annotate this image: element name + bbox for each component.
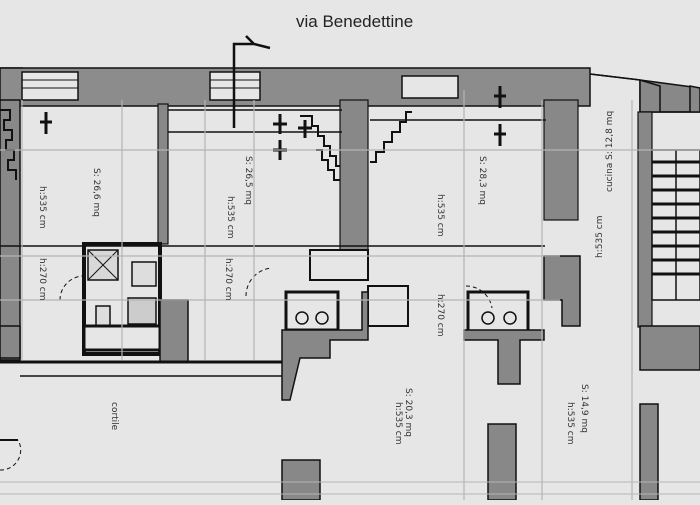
dimension-lines — [0, 90, 700, 500]
column-1 — [281, 459, 321, 501]
facade-window-1 — [21, 71, 79, 101]
lower-wall-left — [0, 325, 21, 359]
room-5-area: S: 20,3 mq — [403, 388, 413, 437]
facade-right-wall — [589, 73, 700, 113]
lower-wall-far-right — [543, 255, 581, 327]
room-3-area: S: 28,3 mq — [477, 156, 487, 205]
room-1-mezz-height: h:270 cm — [37, 258, 47, 301]
room-5-height: h:535 cm — [393, 402, 403, 445]
room-2-area: S: 26,5 mq — [243, 156, 253, 205]
wall-b — [339, 99, 369, 251]
room-2-height: h:535 cm — [225, 196, 235, 239]
staircase-right — [651, 149, 700, 301]
room-3-height: h:535 cm — [435, 194, 445, 237]
facade-window-3 — [401, 75, 459, 99]
vent-symbol — [232, 35, 271, 128]
room-6-height: h:535 cm — [565, 402, 575, 445]
kitchen-area: cucina S: 12,8 mq — [605, 111, 615, 192]
column-2 — [487, 423, 517, 501]
wall-d — [637, 111, 653, 328]
column-3 — [639, 403, 659, 501]
lower-wall-kitchen — [639, 325, 700, 371]
staircase-2 — [370, 111, 412, 163]
wall-c — [543, 99, 579, 221]
room-1-area: S: 26,6 mq — [91, 168, 101, 217]
lower-wall-middle — [159, 299, 189, 363]
wall-a — [157, 103, 169, 245]
staircase-left — [0, 109, 17, 180]
lower-wall-right — [463, 329, 545, 385]
left-wall — [0, 99, 21, 361]
bathroom-right — [466, 290, 530, 336]
staircase-1 — [300, 115, 340, 181]
facade-band — [0, 67, 591, 107]
room-3-mezz-height: h:270 cm — [435, 294, 445, 337]
room-2-mezz-height: h:270 cm — [223, 258, 233, 301]
kitchen-height: h:535 cm — [595, 216, 605, 259]
courtyard-label: cortile — [109, 402, 119, 431]
lower-wall-center — [281, 291, 369, 401]
bathroom-middle — [284, 290, 340, 332]
room-1-height: h:535 cm — [37, 186, 47, 229]
room-6-area: S: 14,9 mq — [579, 384, 589, 433]
street-label: via Benedettine — [296, 12, 414, 31]
